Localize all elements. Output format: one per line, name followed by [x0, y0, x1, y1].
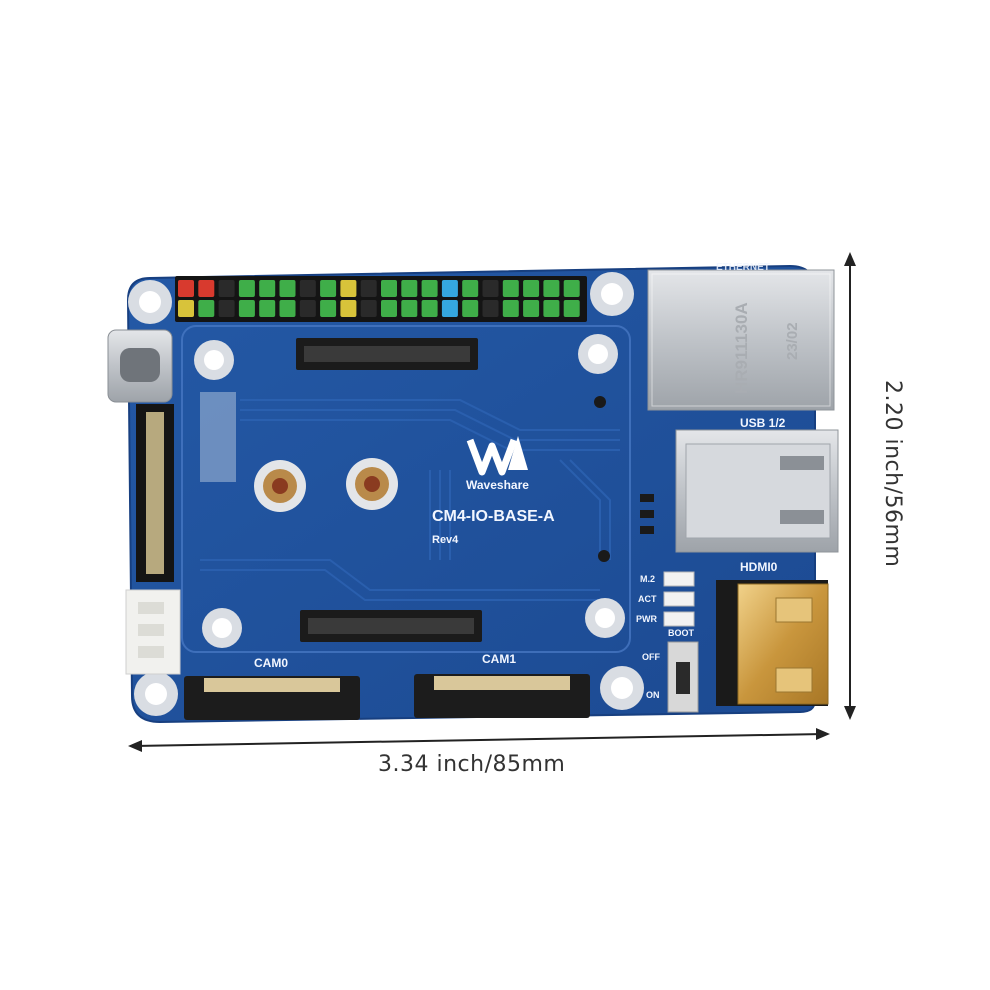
- usb-a-port: [675, 429, 839, 553]
- pcb-traces: [200, 399, 620, 601]
- gpio-pin-cap: [441, 300, 458, 317]
- cam1-label: CAM1: [482, 652, 517, 666]
- m2-label: M.2: [640, 574, 656, 584]
- on-label: ON: [646, 690, 660, 700]
- rj45-marking: HR911130A: [732, 302, 751, 394]
- gpio-pin-cap: [543, 280, 560, 297]
- gpio-pin-cap: [320, 300, 337, 317]
- gpio-pin-cap: [360, 300, 377, 317]
- gpio-pin-cap: [178, 280, 194, 297]
- standoffs: [254, 458, 398, 512]
- height-dimension-label: 2.20 inch/56mm: [880, 380, 905, 568]
- smd-components: [200, 392, 654, 562]
- gpio-pin-cap: [523, 300, 540, 317]
- ethernet-port: [647, 269, 835, 411]
- usb-label: USB 1/2: [740, 416, 786, 430]
- gpio-pin-cap: [523, 280, 540, 297]
- width-dimension-label: 3.34 inch/85mm: [378, 752, 566, 777]
- gpio-pin-cap: [563, 300, 580, 317]
- brand-label: Waveshare: [466, 478, 529, 492]
- gpio-pin-cap: [259, 280, 276, 297]
- gpio-pin-cap: [462, 280, 479, 297]
- revision-label: Rev4: [432, 534, 459, 546]
- gpio-pin-cap: [198, 300, 215, 317]
- height-dimension-arrow: [844, 252, 856, 720]
- gpio-pin-cap: [218, 300, 235, 317]
- gpio-pin-cap: [502, 300, 519, 317]
- gpio-pin-cap: [502, 280, 519, 297]
- gpio-pin-cap: [299, 300, 316, 317]
- gpio-pin-cap: [482, 280, 499, 297]
- usb-c-port: [107, 329, 173, 403]
- gpio-pin-cap: [482, 300, 499, 317]
- gpio-pin-cap: [320, 280, 337, 297]
- gpio-pin-cap: [238, 300, 255, 317]
- gpio-pin-cap: [421, 280, 438, 297]
- cm4-connector-top: [296, 338, 478, 370]
- gpio-pin-cap: [279, 280, 296, 297]
- gpio-pin-cap: [178, 300, 194, 317]
- off-label: OFF: [642, 652, 660, 662]
- display-connector: [136, 404, 174, 582]
- gpio-pin-cap: [340, 300, 357, 317]
- cam0-label: CAM0: [254, 656, 289, 670]
- boot-switch: [667, 641, 699, 713]
- hdmi-label: HDMI0: [740, 560, 778, 574]
- gpio-pin-cap: [543, 300, 560, 317]
- gpio-pin-cap: [421, 300, 438, 317]
- ethernet-label: ETHERNET: [716, 262, 770, 273]
- gpio-pin-cap: [279, 300, 296, 317]
- width-dimension-arrow: [128, 728, 830, 752]
- act-label: ACT: [638, 594, 657, 604]
- gpio-pin-cap: [462, 300, 479, 317]
- boot-label: BOOT: [668, 628, 694, 638]
- gpio-pin-cap: [299, 280, 316, 297]
- gpio-pin-cap: [381, 300, 397, 317]
- gpio-pin-cap: [218, 280, 235, 297]
- cam0-connector: [184, 676, 360, 720]
- gpio-pin-cap: [441, 280, 458, 297]
- gpio-pin-cap: [259, 300, 276, 317]
- gpio-pin-cap: [198, 280, 215, 297]
- cm4-connector-bottom: [300, 610, 482, 642]
- gpio-pin-cap: [401, 300, 418, 317]
- cam1-connector: [414, 674, 590, 718]
- rj45-date: 23/02: [784, 322, 801, 360]
- gpio-pin-cap: [340, 280, 357, 297]
- gpio-pin-cap: [401, 280, 418, 297]
- pwr-label: PWR: [636, 614, 657, 624]
- cm4-module-outline: [181, 325, 631, 653]
- mounting-holes: [128, 272, 644, 716]
- gpio-pin-cap: [360, 280, 377, 297]
- model-label: CM4-IO-BASE-A: [432, 508, 555, 525]
- fan-header: [125, 589, 181, 675]
- gpio-pin-cap: [381, 280, 397, 297]
- hdmi-port: [716, 580, 829, 706]
- gpio-pin-cap: [563, 280, 580, 297]
- gpio-header: [175, 276, 587, 322]
- gpio-pin-cap: [238, 280, 255, 297]
- waveshare-logo: [466, 436, 528, 476]
- status-leds: [663, 571, 695, 627]
